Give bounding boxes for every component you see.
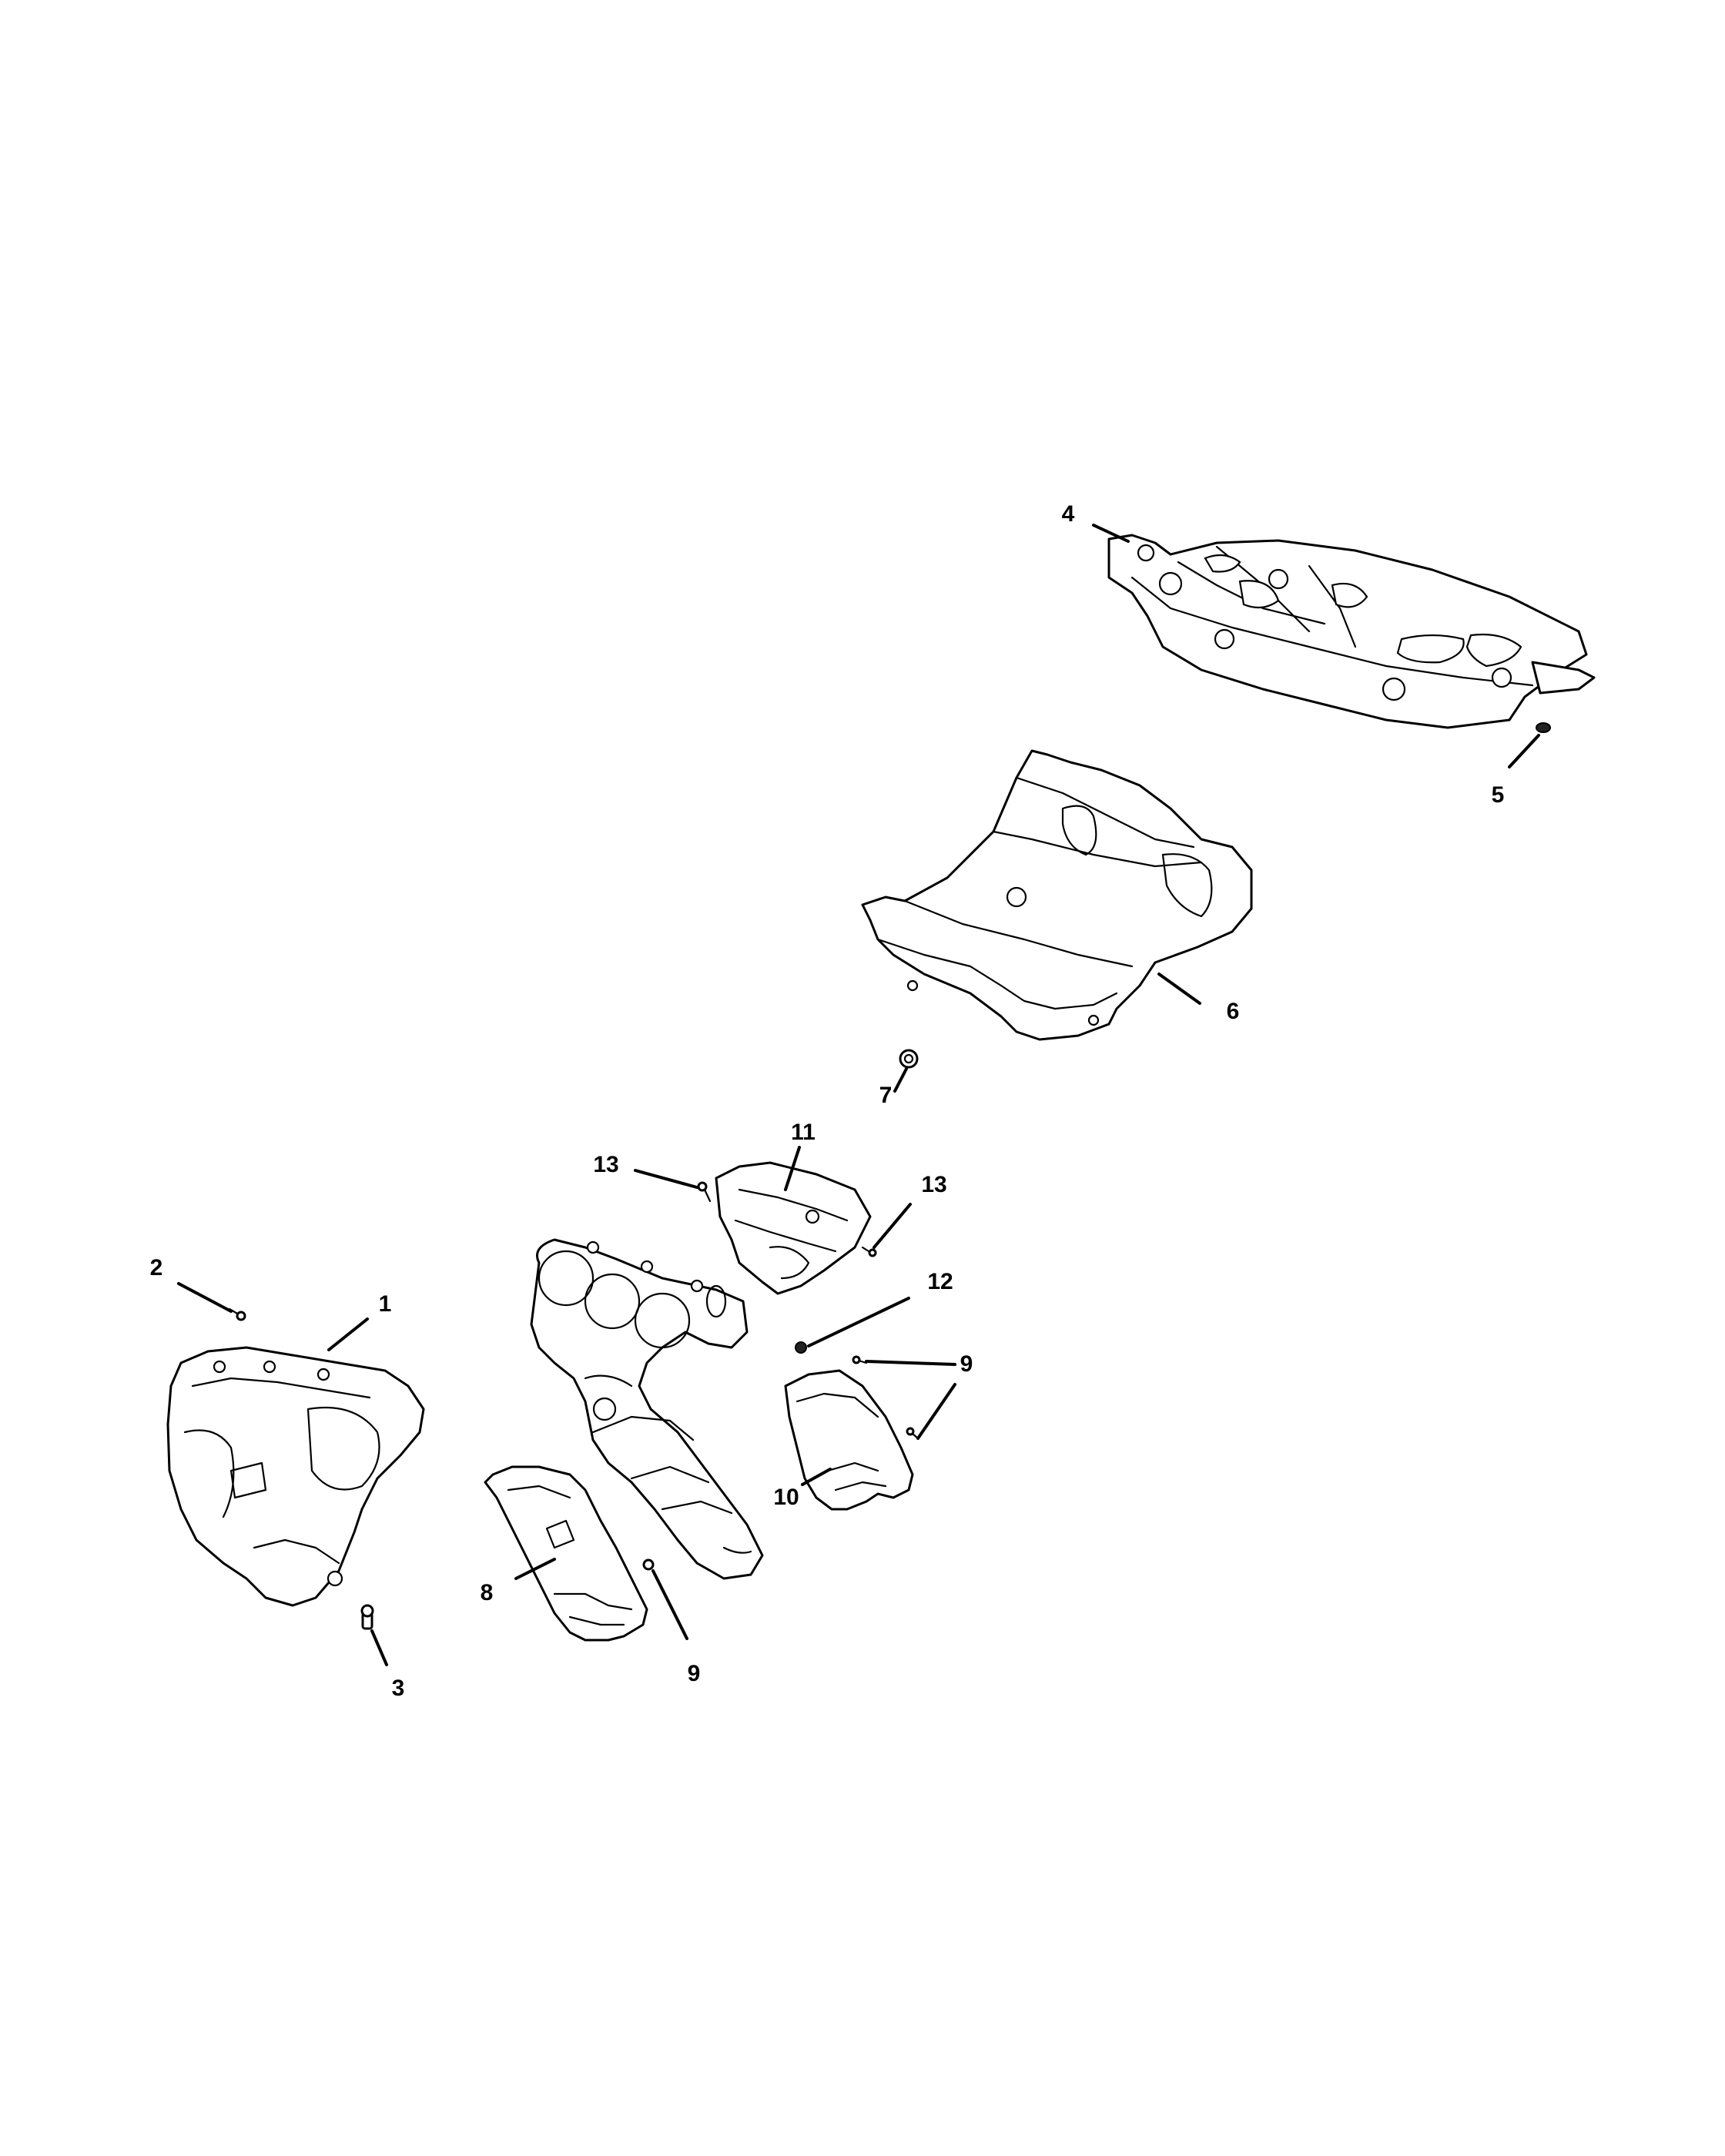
callout-7: 7: [879, 1083, 893, 1108]
callout-8: 8: [481, 1580, 494, 1605]
leader-9b-bottom: [916, 1383, 956, 1440]
callout-9a: 9: [688, 1661, 701, 1686]
part-4-upper-heat-shield: [1107, 534, 1596, 729]
callout-3: 3: [392, 1676, 405, 1701]
part-13-bolt-left: [697, 1181, 712, 1203]
part-9-bolt-right-bottom: [906, 1427, 919, 1440]
part-3-bolt: [360, 1604, 374, 1630]
callout-12: 12: [927, 1269, 953, 1294]
leader-9b-top: [865, 1360, 956, 1366]
leader-9a: [651, 1569, 688, 1640]
part-12-nut: [795, 1341, 807, 1354]
leader-13a: [634, 1169, 698, 1189]
leader-4: [1092, 524, 1130, 543]
part-8-converter-heat-shield: [484, 1465, 648, 1642]
callout-13a: 13: [593, 1152, 618, 1177]
part-13-bolt-right: [861, 1246, 877, 1257]
leader-11: [784, 1146, 801, 1191]
callout-labels: 1 2 3 4 5 6 7 8 9 9 10 11 12 13 13: [150, 501, 1505, 1701]
callout-9b: 9: [960, 1351, 973, 1377]
part-9-bolt-right-top: [852, 1355, 868, 1364]
callout-5: 5: [1492, 782, 1505, 808]
part-1-manifold-heat-shield: [166, 1346, 425, 1607]
leader-lines: [177, 524, 1540, 1666]
leader-5: [1508, 734, 1540, 768]
leader-10: [801, 1468, 832, 1486]
leader-12: [807, 1297, 910, 1348]
leader-1: [327, 1317, 369, 1351]
leader-13b: [873, 1203, 912, 1249]
part-10-converter-heat-shield: [784, 1369, 914, 1511]
callout-4: 4: [1062, 501, 1075, 527]
callout-2: 2: [150, 1255, 163, 1281]
exhaust-manifold-converter: [530, 1238, 764, 1580]
callout-1: 1: [379, 1291, 392, 1317]
leader-8: [514, 1558, 556, 1580]
callout-6: 6: [1227, 999, 1240, 1024]
leader-6: [1157, 973, 1201, 1005]
part-11-manifold-heat-shield: [715, 1161, 872, 1295]
callout-10: 10: [773, 1485, 799, 1510]
part-6-middle-heat-shield: [861, 749, 1253, 1041]
callout-11: 11: [791, 1120, 816, 1145]
leader-3: [370, 1629, 388, 1666]
leader-2: [177, 1282, 233, 1313]
callout-13b: 13: [921, 1172, 946, 1197]
part-2-stud: [228, 1307, 246, 1321]
part-7-nut: [899, 1049, 919, 1069]
leader-7: [893, 1067, 908, 1093]
part-9-bolt-lower: [642, 1558, 655, 1571]
part-5-nut: [1536, 722, 1551, 733]
